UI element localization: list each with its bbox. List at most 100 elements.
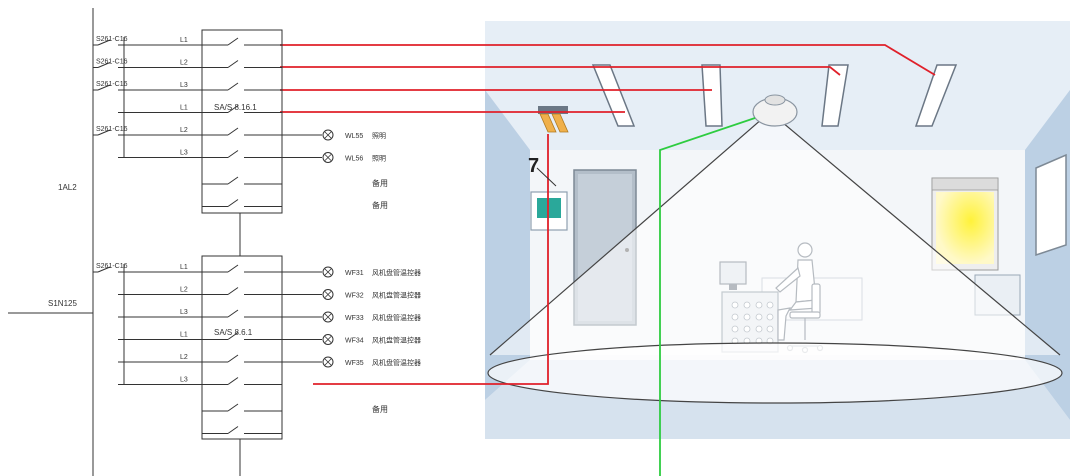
- window-blind: [931, 177, 999, 191]
- red-wires: [280, 44, 936, 385]
- ceiling-light-3: [821, 64, 849, 127]
- marker-leader: [536, 167, 557, 187]
- red-wire-1: [280, 44, 936, 76]
- module-2-row-1-circuit: WF31: [345, 270, 364, 277]
- window-sunlight: [936, 192, 994, 264]
- thermostat-screen: [537, 198, 561, 218]
- module-1-row-3-sw-blade: [227, 82, 239, 91]
- occupancy-sensor-lens: [764, 94, 786, 106]
- module-1-row-4: L1: [118, 104, 282, 113]
- module-2-row-6-phase: L3: [180, 377, 188, 384]
- module-2-row-3-load-cross-b: [324, 313, 332, 321]
- module-1-row-5-circuit: WL55: [345, 133, 363, 140]
- module-2-row-4-desc: 风机盘管温控器: [372, 336, 421, 345]
- module-2-row-6: L3: [118, 376, 282, 385]
- module-2-row-3-circuit: WF33: [345, 315, 364, 322]
- module-1-row-6-load-cross-b: [324, 154, 332, 161]
- module-2-row-1-desc: 风机盘管温控器: [372, 268, 421, 277]
- module-1-row-4-phase: L1: [180, 105, 188, 112]
- module-1-spare-1: 备用: [372, 178, 388, 188]
- module-1-row-1-breaker-label: S261-C16: [96, 36, 128, 43]
- module-2-row-2-phase: L2: [180, 287, 188, 294]
- module-1-row-5-breaker-label: S261-C16: [96, 126, 128, 133]
- module-1-row-3-phase: L3: [180, 82, 188, 89]
- module-1-row-4-sw-blade: [227, 105, 239, 113]
- module-2-spare-switch-2: [202, 426, 282, 434]
- module-1-row-2-sw-blade: [227, 60, 239, 68]
- module-1-row-5-sw-blade: [227, 127, 239, 136]
- module-2-row-4-sw-blade: [227, 332, 239, 340]
- module-1-row-3: S261-C16 L3: [93, 81, 282, 91]
- module-1-row-5-load-cross-b: [324, 131, 332, 139]
- module-2-row-4-circuit: WF34: [345, 338, 364, 345]
- module-1-spare-sw-blade: [227, 176, 239, 185]
- module-2-row-4-phase: L1: [180, 332, 188, 339]
- incoming-label: S1N125: [48, 299, 77, 308]
- module-2-row-3-phase: L3: [180, 309, 188, 316]
- module-2-row-5-phase: L2: [180, 354, 188, 361]
- module-1-row-3-breaker-contact: [97, 84, 111, 91]
- module-1-row-1-sw-blade: [227, 37, 239, 46]
- module-2-box: [201, 255, 283, 440]
- module-1-row-5-desc: 照明: [372, 132, 386, 140]
- marker-number: 7: [528, 155, 539, 177]
- module-1-label: SA/S 8.16.1: [214, 103, 257, 112]
- module-2-row-2-sw-blade: [227, 287, 239, 295]
- cone-edge-left: [489, 111, 771, 356]
- ceiling-light-2: [701, 64, 723, 127]
- module-1-row-2-phase: L2: [180, 60, 188, 67]
- module-2-spare-switch-1: [202, 403, 282, 412]
- module-2-row-3-desc: 风机盘管温控器: [372, 313, 421, 322]
- module-1-spare-sw-blade: [227, 199, 239, 207]
- detection-area: [487, 342, 1063, 404]
- module-2-row-2-load-cross-b: [324, 291, 332, 298]
- module-2-row-1-breaker-contact: [97, 266, 111, 273]
- module-2-row-6-sw-blade: [227, 377, 239, 385]
- module-2-spare-sw-blade: [227, 403, 239, 412]
- bus-controller: [538, 106, 569, 133]
- module-1-row-3-breaker-label: S261-C16: [96, 81, 128, 88]
- module-2-row-1-load-cross-b: [324, 268, 332, 276]
- module-1-row-6-circuit: WL56: [345, 156, 363, 163]
- cone-edge-right: [769, 111, 1061, 356]
- module-2-row-2-circuit: WF32: [345, 293, 364, 300]
- board-label: 1AL2: [58, 183, 77, 192]
- ceiling-light-1: [591, 64, 636, 127]
- red-wire-2: [280, 66, 841, 76]
- module-1-row-1-breaker-contact: [97, 39, 111, 46]
- module-2-spare-sw-blade: [227, 426, 239, 434]
- module-1-row-5-phase: L2: [180, 127, 188, 134]
- module-1-spare-switch-2: [202, 199, 282, 207]
- module-2-label: SA/S 8.6.1: [214, 328, 253, 337]
- green-wire-sensor: [659, 117, 756, 476]
- module-2-row-5-desc: 风机盘管温控器: [372, 358, 421, 367]
- ceiling-lights: [591, 64, 958, 127]
- module-1-row-5-breaker-contact: [97, 129, 111, 136]
- module-1-row-6-sw-blade: [227, 150, 239, 158]
- module-2-row-1-phase: L1: [180, 264, 188, 271]
- detection-cone: [490, 112, 1060, 355]
- module-1-row-6-phase: L3: [180, 150, 188, 157]
- module-2-row-2-desc: 风机盘管温控器: [372, 291, 421, 300]
- module-1-spare-switch-1: [202, 176, 282, 185]
- module-2-row-5-sw-blade: [227, 354, 239, 363]
- module-1-spare-2: 备用: [372, 200, 388, 210]
- module-2-spare: 备用: [372, 404, 388, 414]
- module-2-row-1-breaker-label: S261-C16: [96, 263, 128, 270]
- module-2-row-5-circuit: WF35: [345, 360, 364, 367]
